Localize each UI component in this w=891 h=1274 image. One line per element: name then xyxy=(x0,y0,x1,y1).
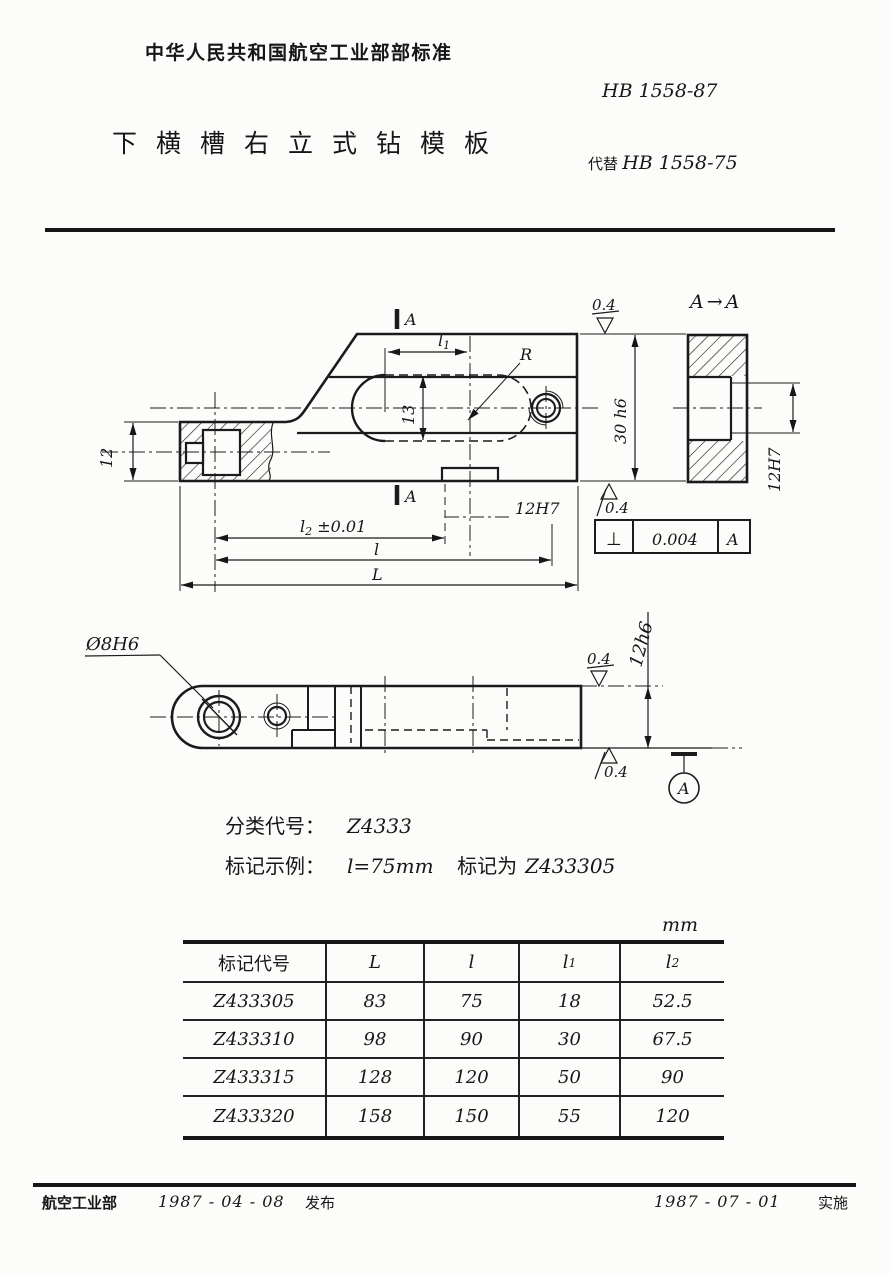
column-header: L xyxy=(327,944,425,983)
footer-issue-date: 1987 - 04 - 08 xyxy=(158,1192,285,1211)
table-cell: Z433310 xyxy=(183,1021,327,1059)
section-view-label: A→A xyxy=(688,291,742,313)
marked-as-label: 标记为 xyxy=(457,856,518,878)
section-hatch-bottom xyxy=(689,441,746,481)
section-letter-top: A xyxy=(403,310,417,329)
classification-label: 分类代号： xyxy=(225,816,325,838)
classification-code: Z4333 xyxy=(347,814,412,838)
slot-12h7-tab xyxy=(440,466,500,481)
plan-hole-callout: Ø8H6 xyxy=(85,634,139,655)
plan-roughness-bottom-value: 0.4 xyxy=(604,763,628,781)
table-cell: 83 xyxy=(327,983,425,1021)
table-cell: 120 xyxy=(425,1059,520,1097)
plan-roughness-top xyxy=(586,664,615,688)
plan-hole-callout-underline xyxy=(84,654,161,657)
column-header: l xyxy=(425,944,520,983)
plan-outline xyxy=(170,684,583,750)
footer-issuer: 航空工业部 xyxy=(42,1195,118,1212)
tolerance-value: 0.004 xyxy=(652,530,698,549)
square-hole-inner xyxy=(184,441,205,465)
column-header: 标记代号 xyxy=(183,944,327,983)
tolerance-datum: A xyxy=(725,530,739,549)
supersedes-label: 代替 xyxy=(588,156,619,173)
dim-12-label: 12 xyxy=(97,448,116,468)
plan-dim-label: 12h6 xyxy=(626,619,658,669)
roughness-mark-top xyxy=(591,310,620,335)
table-cell: 67.5 xyxy=(621,1021,724,1059)
table-cell: Z433315 xyxy=(183,1059,327,1097)
table-cell: 30 xyxy=(520,1021,621,1059)
footer-effective-label: 实施 xyxy=(818,1195,849,1212)
header-rule xyxy=(45,228,835,232)
page-title: 下横槽右立式钻模板 xyxy=(112,130,509,158)
front-view: A A l1 13 R 12 30 h6 xyxy=(97,296,751,592)
table-cell: 98 xyxy=(327,1021,425,1059)
drill-hole-counterbore-arc xyxy=(528,390,564,426)
plan-hole-leader xyxy=(159,654,214,709)
section-dim-label: 12H7 xyxy=(765,447,784,492)
classification-code-line: 分类代号： Z4333 xyxy=(225,806,615,846)
slot-12h7-label: 12H7 xyxy=(515,499,560,518)
plan-centerlines xyxy=(150,676,742,757)
dim-30h6-label: 30 h6 xyxy=(611,398,630,444)
plan-roughness-bottom xyxy=(594,746,618,780)
footer-effective-date: 1987 - 07 - 01 xyxy=(654,1192,781,1211)
table-cell: 50 xyxy=(520,1059,621,1097)
tolerance-frame xyxy=(594,519,751,554)
tolerance-symbol: ⊥ xyxy=(606,529,622,550)
slot-hidden-lines xyxy=(385,374,532,442)
supersedes-number: HB 1558-75 xyxy=(622,152,738,174)
marking-example-code: Z433305 xyxy=(525,854,616,878)
radius-leader xyxy=(467,362,521,421)
radius-label: R xyxy=(519,345,532,364)
dim-L-label: L xyxy=(371,565,383,584)
plan-view: Ø8H6 xyxy=(84,612,742,804)
classification-notes: 分类代号： Z4333 标记示例： l=75mm 标记为 Z433305 xyxy=(225,806,615,886)
roughness-bottom-value: 0.4 xyxy=(605,499,629,517)
table-cell: Z433320 xyxy=(183,1097,327,1136)
technical-drawing: A A l1 13 R 12 30 h6 xyxy=(84,291,800,804)
datum-a-symbol xyxy=(668,752,700,804)
front-outline xyxy=(178,332,579,483)
section-letter-bottom: A xyxy=(403,487,417,506)
roughness-top-value: 0.4 xyxy=(592,296,616,314)
plan-roughness-top-value: 0.4 xyxy=(587,650,611,668)
section-slot-extensions xyxy=(731,382,800,434)
table-cell: 150 xyxy=(425,1097,520,1136)
standard-organization: 中华人民共和国航空工业部部标准 xyxy=(145,43,453,64)
plan-step-lines xyxy=(291,686,362,748)
supersedes-note: 代替 HB 1558-75 xyxy=(588,152,738,174)
marking-example-line: 标记示例： l=75mm 标记为 Z433305 xyxy=(225,846,615,886)
datum-a-label: A xyxy=(676,779,690,798)
lower-dim-extensions xyxy=(179,484,579,591)
table-cell: 75 xyxy=(425,983,520,1021)
table-cell: 52.5 xyxy=(621,983,724,1021)
section-view-a-a: A→A 12H7 xyxy=(673,291,800,492)
table-cell: 90 xyxy=(621,1059,724,1097)
section-hatch-top xyxy=(689,336,746,376)
table-cell: 90 xyxy=(425,1021,520,1059)
footer-rule xyxy=(33,1183,856,1187)
marking-example-condition: l=75mm xyxy=(347,854,434,878)
centerlines xyxy=(102,336,600,592)
footer-issue-label: 发布 xyxy=(305,1195,336,1212)
table-cell: Z433305 xyxy=(183,983,327,1021)
standard-number: HB 1558-87 xyxy=(602,80,718,102)
dim-13-label: 13 xyxy=(399,405,418,425)
roughness-mark-bottom xyxy=(596,482,618,517)
dim-l-label: l xyxy=(374,540,379,559)
l1-dim-label: l1 xyxy=(438,331,450,352)
marking-example-label: 标记示例： xyxy=(225,856,325,878)
break-line xyxy=(268,422,274,481)
unit-label: mm xyxy=(662,914,699,936)
table-cell: 18 xyxy=(520,983,621,1021)
table-cell: 55 xyxy=(520,1097,621,1136)
table-cell: 128 xyxy=(327,1059,425,1097)
table-cell: 158 xyxy=(327,1097,425,1136)
table-cell: 120 xyxy=(655,1106,690,1127)
dim-l2-label: l2 ±0.01 xyxy=(300,517,366,538)
